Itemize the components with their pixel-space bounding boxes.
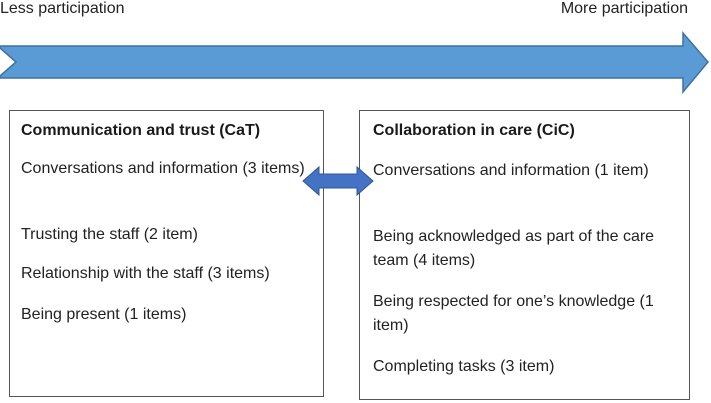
communication-and-trust-box: Communication and trust (CaT) Conversati… [9,110,324,397]
box-title-cat: Communication and trust (CaT) [21,122,261,139]
collaboration-in-care-box: Collaboration in care (CiC) Conversation… [359,110,690,400]
cat-item-trusting: Trusting the staff (2 item) [21,226,198,243]
cat-item-conversations: Conversations and information (3 items) [21,160,305,177]
less-participation-label: Less participation [0,0,125,17]
double-arrow-shape [302,165,374,197]
cat-item-present: Being present (1 items) [21,306,187,323]
cic-item-conversations: Conversations and information (1 item) [373,162,649,179]
cic-item-tasks: Completing tasks (3 item) [373,358,555,375]
cic-item-respected: Being respected for one’s knowledge (1 i… [373,293,654,334]
cic-item-acknowledged: Being acknowledged as part of the care t… [373,228,655,269]
box-title-cic: Collaboration in care (CiC) [373,122,575,139]
more-participation-label: More participation [560,0,688,17]
participation-arrow-shape [0,30,709,94]
participation-arrow [0,30,709,94]
cat-item-relationship: Relationship with the staff (3 items) [21,265,270,282]
double-headed-arrow-icon [302,165,374,197]
